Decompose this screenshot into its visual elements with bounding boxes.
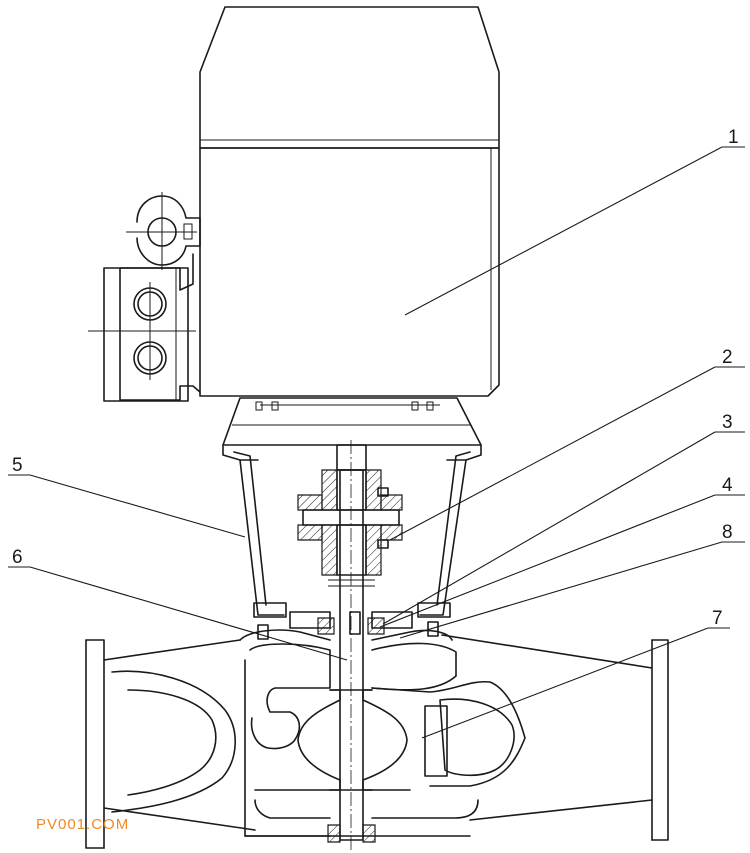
motor-lifting-eye — [126, 192, 201, 270]
motor — [199, 6, 500, 397]
motor-terminal-box — [88, 253, 201, 402]
seal-cover — [289, 611, 413, 635]
callout-3: 3 — [722, 412, 733, 433]
callout-8: 8 — [722, 522, 733, 543]
coupling — [297, 469, 403, 576]
callout-5: 5 — [12, 455, 23, 476]
callout-numbers: 1 2 3 4 8 7 5 6 — [12, 127, 739, 629]
pump-casing — [85, 621, 669, 849]
callout-4: 4 — [722, 475, 733, 496]
leader-lines — [8, 146, 745, 739]
callout-1: 1 — [728, 127, 739, 148]
motor-bracket — [222, 397, 482, 618]
watermark: PV001.COM — [36, 816, 130, 833]
callout-7: 7 — [712, 608, 723, 629]
callout-2: 2 — [722, 347, 733, 368]
callout-6: 6 — [12, 547, 23, 568]
